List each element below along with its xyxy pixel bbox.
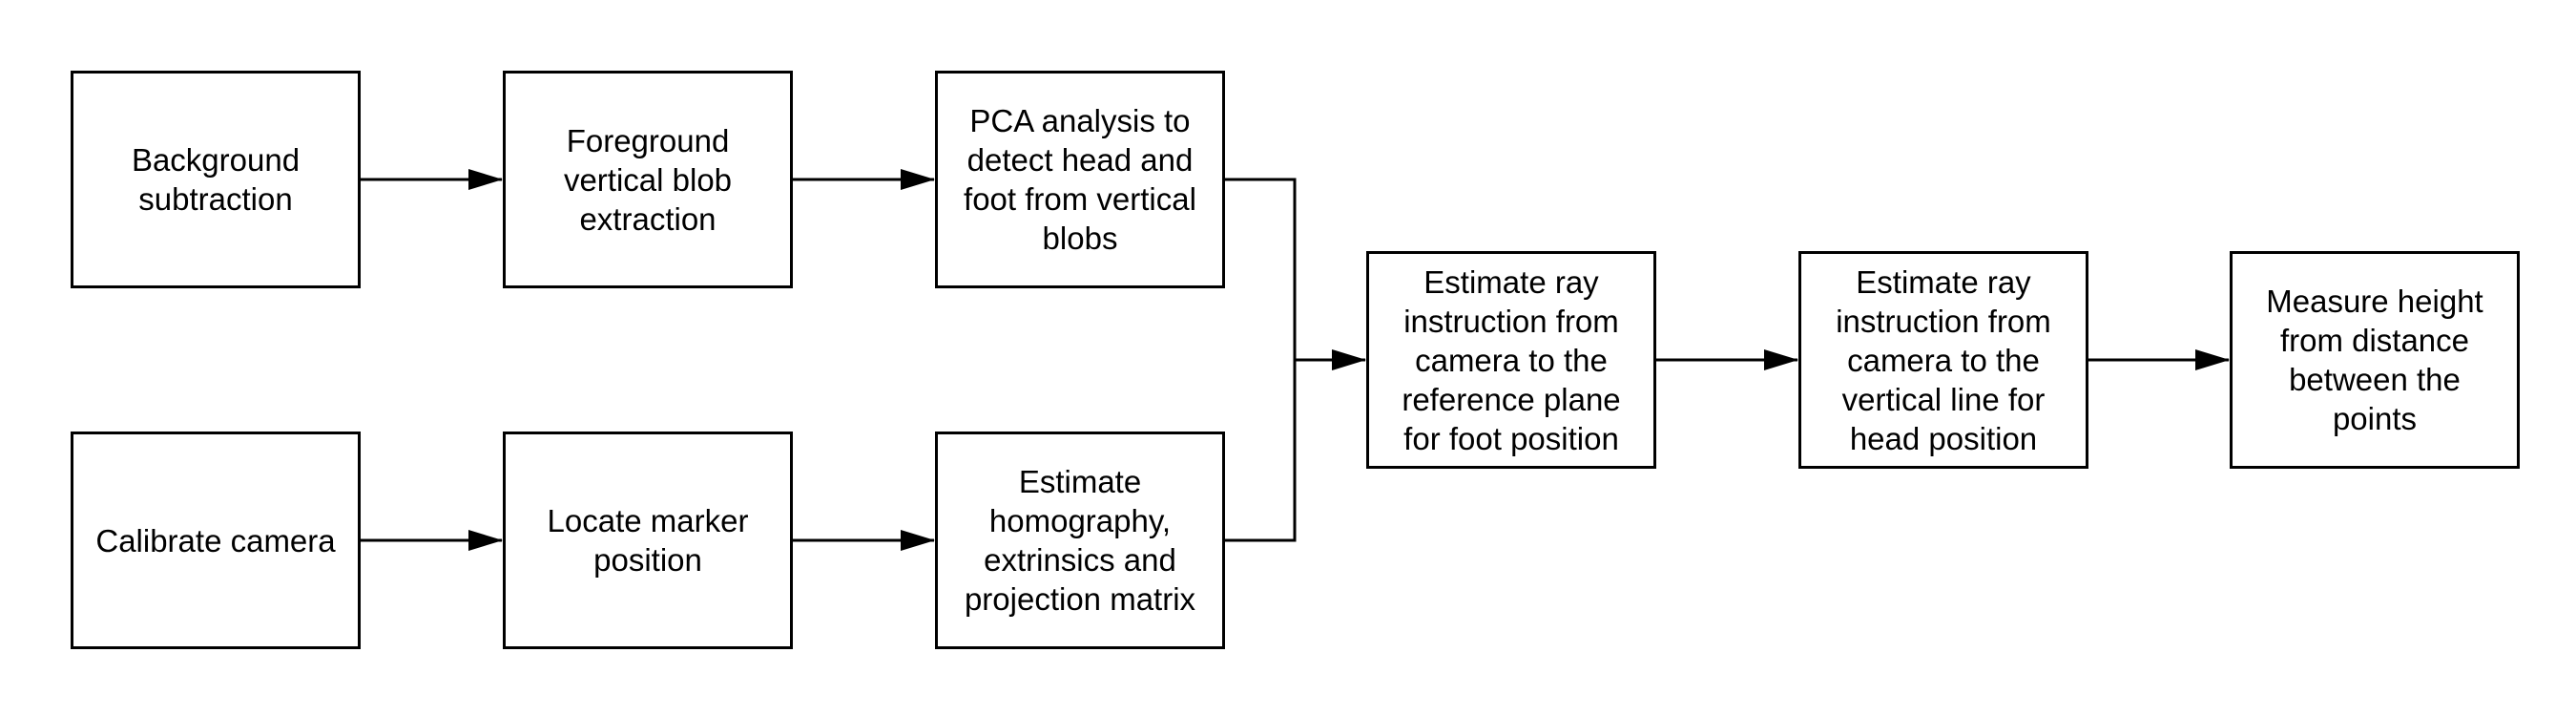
box-label: Foreground vertical blob extraction (563, 122, 733, 237)
box-background-subtraction: Background subtraction (71, 71, 361, 288)
box-label: Background subtraction (131, 142, 301, 217)
box-estimate-ray-head: Estimate ray instruction from camera to … (1798, 251, 2088, 469)
box-estimate-homography: Estimate homography, extrinsics and proj… (935, 432, 1225, 649)
box-estimate-ray-foot: Estimate ray instruction from camera to … (1366, 251, 1656, 469)
box-label: Measure height from distance between the… (2266, 284, 2483, 436)
box-pca-analysis: PCA analysis to detect head and foot fro… (935, 71, 1225, 288)
box-calibrate-camera: Calibrate camera (71, 432, 361, 649)
box-locate-marker: Locate marker position (503, 432, 793, 649)
box-label: Locate marker position (547, 503, 749, 578)
box-measure-height: Measure height from distance between the… (2230, 251, 2520, 469)
box-label: Estimate ray instruction from camera to … (1836, 263, 2051, 456)
connector-homography-to-merge (1225, 360, 1297, 542)
box-label: PCA analysis to detect head and foot fro… (964, 103, 1196, 256)
box-label: Estimate homography, extrinsics and proj… (964, 464, 1196, 617)
box-foreground-extraction: Foreground vertical blob extraction (503, 71, 793, 288)
box-label: Estimate ray instruction from camera to … (1402, 263, 1621, 456)
connector-pca-to-merge (1225, 178, 1297, 360)
box-label: Calibrate camera (95, 522, 336, 558)
